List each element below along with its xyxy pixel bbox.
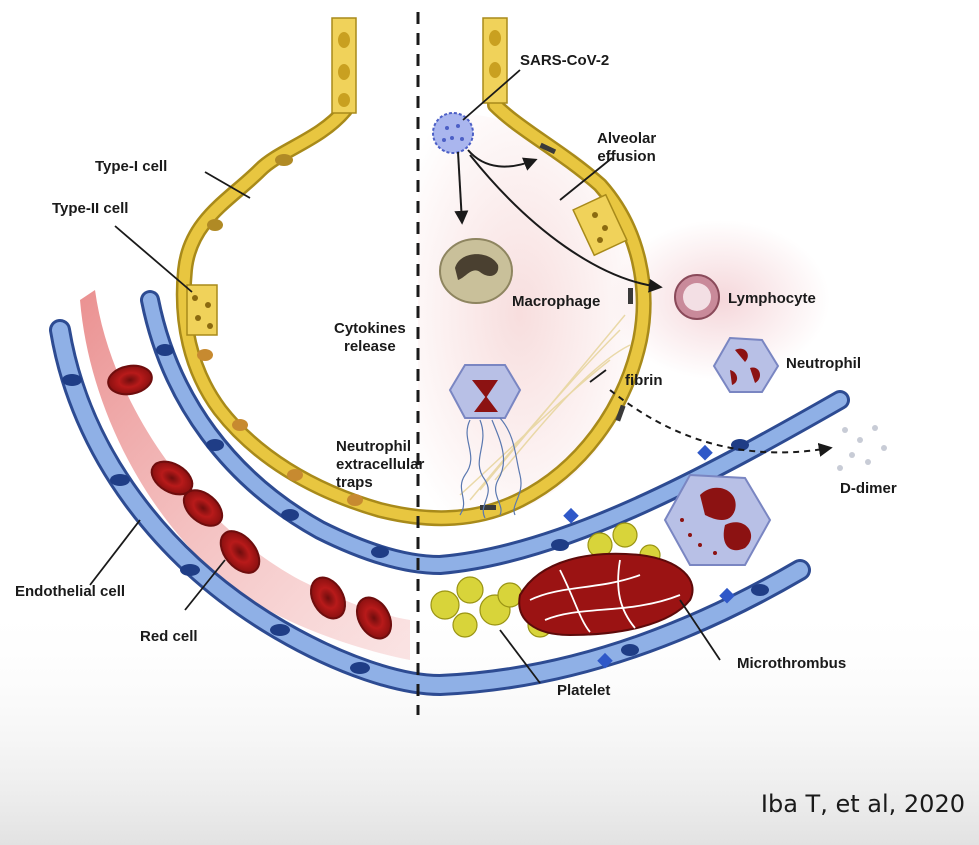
label-cytokines-line1: Cytokines: [334, 320, 406, 338]
label-net-line3: traps: [336, 474, 424, 492]
label-cytokines-line2: release: [334, 338, 406, 356]
label-net-line1: Neutrophil: [336, 438, 424, 456]
label-net: Neutrophil extracellular traps: [336, 438, 424, 492]
label-red-cell: Red cell: [140, 628, 198, 646]
label-d-dimer: D-dimer: [840, 480, 897, 498]
virus-icon: [433, 113, 473, 153]
label-type1-cell: Type-I cell: [95, 158, 167, 176]
label-macrophage: Macrophage: [512, 293, 600, 311]
label-lymphocyte: Lymphocyte: [728, 290, 816, 308]
label-net-line2: extracellular: [336, 456, 424, 474]
label-fibrin: fibrin: [625, 372, 663, 390]
label-microthrombus: Microthrombus: [737, 655, 846, 673]
label-platelet: Platelet: [557, 682, 610, 700]
label-alveolar-effusion: Alveolar effusion: [597, 130, 656, 166]
lymphocyte-icon: [675, 275, 719, 319]
label-alveolar-line1: Alveolar: [597, 130, 656, 148]
label-neutrophil: Neutrophil: [786, 355, 861, 373]
label-alveolar-line2: effusion: [597, 148, 656, 166]
alveolar-effusion-area: [418, 110, 644, 520]
label-type2-cell: Type-II cell: [52, 200, 128, 218]
macrophage-icon: [440, 239, 512, 303]
d-dimer-particles: [837, 425, 887, 471]
citation: Iba T, et al, 2020: [761, 790, 965, 818]
label-endothelial-cell: Endothelial cell: [15, 583, 125, 601]
label-cytokines-release: Cytokines release: [334, 320, 406, 356]
label-sars-cov-2: SARS-CoV-2: [520, 52, 609, 70]
